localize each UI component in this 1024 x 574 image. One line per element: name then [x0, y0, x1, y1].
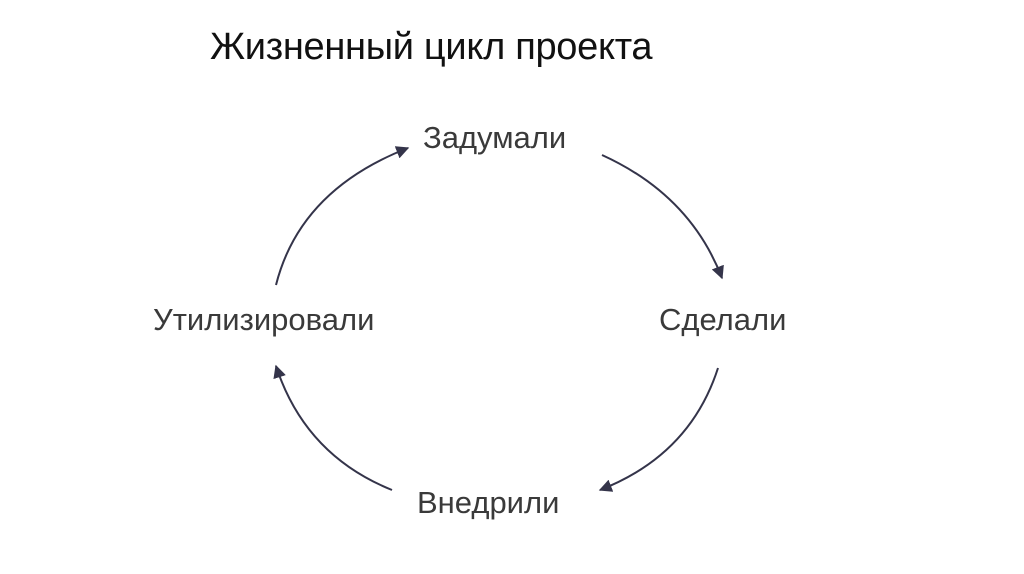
stage-label-disposed: Утилизировали [153, 302, 375, 337]
arrow-top-to-right [601, 154, 724, 280]
arrow-left-to-top [275, 146, 410, 286]
stage-label-conceived: Задумали [423, 120, 567, 155]
arrow-right-to-bottom [598, 367, 719, 492]
arrow-bottom-to-left [273, 364, 393, 491]
diagram-title: Жизненный цикл проекта [210, 26, 653, 68]
stage-label-done: Сделали [659, 302, 787, 337]
stage-label-implemented: Внедрили [417, 485, 560, 520]
